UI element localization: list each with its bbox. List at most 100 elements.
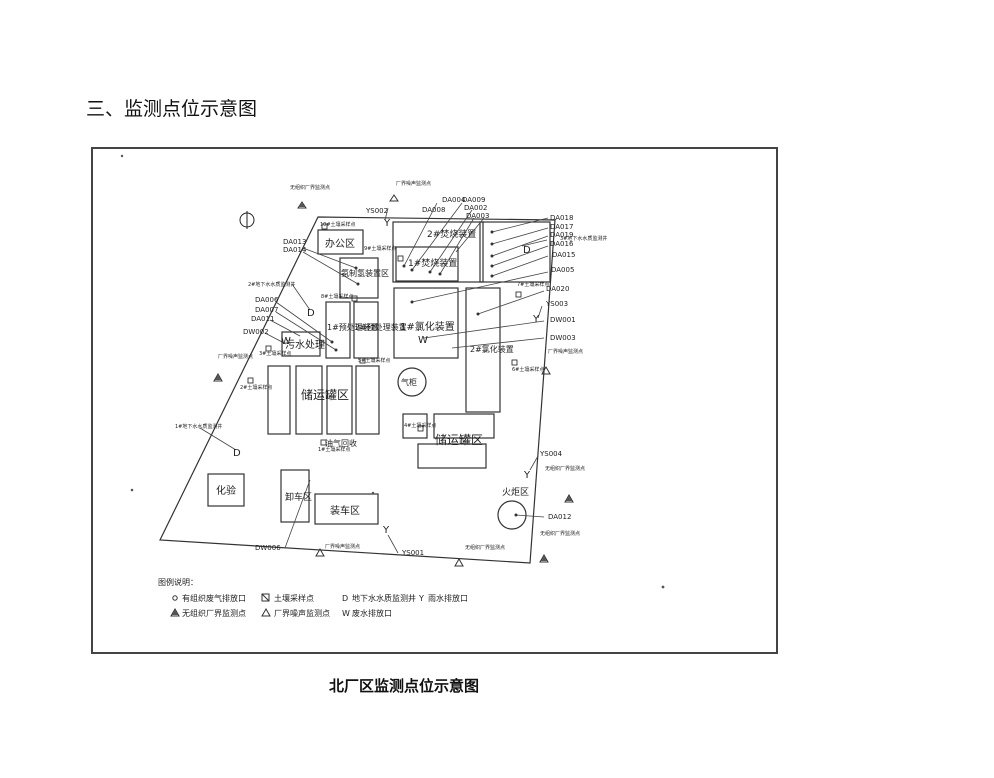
area-gasholder: 气柜 (401, 377, 417, 387)
boundary-point-markers (213, 194, 574, 567)
label-soil7: 7#土壤采样点 (517, 281, 549, 288)
boiler1-building (395, 246, 459, 282)
code-dw006: DW006 (255, 544, 281, 552)
area-boiler2: 2#焚烧装置 (427, 228, 476, 240)
label-noise-1: 厂界噪声监测点 (396, 180, 431, 187)
area-pre2: 2#预处理装置 (355, 322, 407, 332)
symbol-d-2: D (307, 308, 315, 319)
code-da018: DA018 (550, 214, 573, 222)
pre2-building (353, 301, 379, 359)
label-soil10: 10#土壤采样点 (320, 221, 356, 228)
code-da014: DA014 (283, 246, 307, 254)
label-gw1: 1#地下水水质监测井 (175, 423, 222, 430)
area-chlor1: 1#氯化装置 (400, 320, 455, 333)
code-da016: DA016 (550, 240, 574, 248)
label-soil1: 1#土壤采样点 (318, 446, 350, 453)
label-soil4: 4#土壤采样点 (404, 422, 436, 429)
legend-markers (170, 593, 271, 617)
legend-unorg: 无组织厂界监测点 (182, 608, 246, 618)
area-load: 装车区 (330, 504, 360, 517)
legend-noise: 厂界噪声监测点 (274, 608, 330, 618)
code-da017: DA017 (550, 223, 573, 231)
map-frame (91, 147, 778, 654)
legend-d-symbol: D (342, 594, 348, 603)
area-unload: 卸车区 (285, 491, 312, 503)
label-gw3: 3#地下水水质监测井 (560, 235, 607, 242)
label-soil6: 6#土壤采样点 (512, 366, 544, 373)
tank1 (267, 365, 291, 435)
code-da013: DA013 (283, 238, 306, 246)
code-da004: DA004 (442, 196, 466, 204)
lab-building (207, 473, 245, 507)
area-chlor2: 2#氯化装置 (470, 344, 514, 354)
area-sewage: 污水处理 (285, 339, 325, 351)
label-noise-4: 厂界噪声监测点 (325, 543, 360, 550)
area-storage1: 储运罐区 (301, 387, 349, 402)
storage2-box-a (402, 413, 428, 439)
legend-waste: 废水排放口 (352, 608, 392, 618)
code-ys001: YS001 (401, 549, 424, 557)
symbol-w-2: W (281, 336, 291, 347)
area-pre1: 1#预处理装置 (327, 322, 379, 332)
flare-stack (497, 500, 527, 530)
label-soil2: 2#土壤采样点 (240, 384, 272, 391)
label-unorg-3: 无组织厂界监测点 (540, 530, 580, 537)
code-da006: DA006 (255, 296, 279, 304)
area-ammonia: 氨制氢装置区 (341, 268, 389, 278)
code-dw001: DW001 (550, 316, 576, 324)
label-unorg-1: 无组织厂界监测点 (290, 184, 330, 191)
gasholder-tank (397, 367, 427, 397)
code-ys004: YS004 (539, 450, 563, 458)
code-da008: DA008 (422, 206, 445, 214)
area-boiler1: 1#焚烧装置 (408, 257, 457, 269)
legend-w-symbol: W (342, 609, 350, 618)
symbol-y-ys004: Y (523, 470, 531, 481)
area-lab: 化验 (216, 484, 236, 497)
code-da003: DA003 (466, 212, 489, 220)
legend-title: 图例说明： (158, 577, 198, 587)
sewage-building (281, 331, 321, 357)
figure-caption: 北厂区监测点位示意图 (329, 677, 480, 695)
code-da007: DA007 (255, 306, 278, 314)
code-dw002: DW002 (243, 328, 269, 336)
code-da015: DA015 (552, 251, 575, 259)
chlor1-building (393, 287, 459, 359)
code-da011: DA011 (251, 315, 274, 323)
label-unorg-4: 无组织厂界监测点 (465, 544, 505, 551)
storage2-box-b (433, 413, 495, 439)
ammonia-building (339, 257, 379, 299)
pre1-building (325, 301, 351, 359)
soil-point-markers (247, 223, 522, 446)
code-da020: DA020 (546, 285, 569, 293)
chlor2-building (465, 287, 501, 413)
label-noise-2: 厂界噪声监测点 (218, 353, 253, 360)
unload-building (280, 469, 310, 523)
label-gw2: 2#地下水水质监测井 (248, 281, 295, 288)
load-building (314, 493, 379, 525)
legend-rain: 雨水排放口 (428, 593, 468, 603)
page-heading: 三、监测点位示意图 (86, 98, 258, 120)
area-office: 办公区 (325, 237, 355, 250)
label-soil9: 9#土壤采样点 (364, 245, 396, 252)
label-unorg-2: 无组织厂界监测点 (545, 465, 585, 472)
exhaust-point-markers (330, 230, 518, 517)
area-flare: 火炬区 (502, 486, 529, 498)
legend-groundwater: 地下水水质监测井 (352, 593, 416, 603)
label-soil5: 5#土壤采样点 (358, 357, 390, 364)
code-ys002: YS002 (365, 207, 388, 215)
code-da009: DA009 (462, 196, 485, 204)
legend-y-symbol: Y (418, 594, 424, 603)
tank3 (326, 365, 353, 435)
office-building (317, 229, 364, 255)
right-unit (479, 221, 551, 283)
leader-lines (199, 202, 549, 554)
code-da002: DA002 (464, 204, 487, 212)
boiler-zone (392, 221, 484, 283)
symbol-y-ys003: Y (532, 314, 540, 325)
label-soil8: 8#土壤采样点 (321, 293, 353, 300)
boundary-fill-markers (215, 203, 572, 561)
symbol-y-ys002: Y (383, 218, 391, 229)
legend-soil: 土壤采样点 (274, 593, 314, 603)
symbol-d-3: D (523, 245, 531, 256)
